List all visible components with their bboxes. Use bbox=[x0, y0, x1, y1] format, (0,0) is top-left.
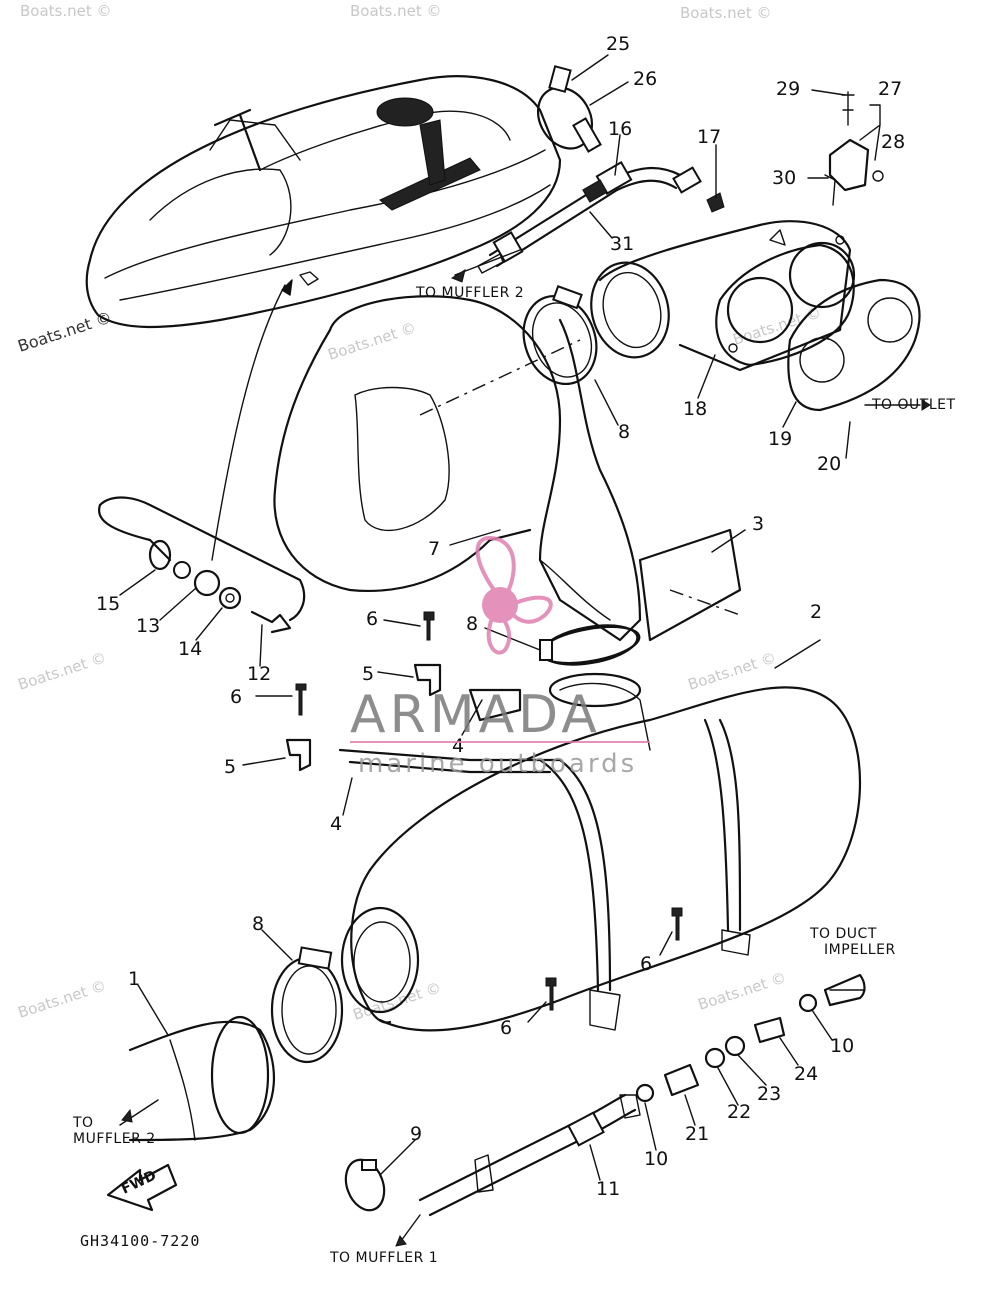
callout-25: 25 bbox=[606, 33, 630, 55]
watermarks: Boats.net © Boats.net © Boats.net © Boat… bbox=[15, 2, 823, 1024]
callout-8-middle: 8 bbox=[466, 613, 478, 635]
callout-10-left: 10 bbox=[644, 1148, 668, 1170]
diagram-code: GH34100-7220 bbox=[80, 1232, 200, 1250]
callout-5-upper: 5 bbox=[362, 663, 374, 685]
callout-1: 1 bbox=[128, 968, 140, 990]
exhaust-manifold bbox=[590, 220, 921, 412]
callout-4-upper: 4 bbox=[452, 735, 464, 757]
hose-clamp-upper bbox=[522, 285, 598, 386]
callout-21: 21 bbox=[685, 1123, 709, 1145]
clamp-25-26 bbox=[536, 65, 602, 153]
callout-5-lower: 5 bbox=[224, 756, 236, 778]
watermark: Boats.net © bbox=[20, 2, 112, 20]
watermark: Boats.net © bbox=[326, 318, 419, 363]
callout-30: 30 bbox=[772, 167, 796, 189]
callout-8-lower: 8 bbox=[252, 913, 264, 935]
hose-11-assembly bbox=[344, 973, 866, 1217]
watermark: Boats.net © bbox=[696, 968, 789, 1013]
exhaust-pipe bbox=[273, 295, 642, 642]
propeller-icon bbox=[475, 536, 516, 600]
callout-2: 2 bbox=[810, 601, 822, 623]
brand-tagline: marine outboards bbox=[358, 749, 637, 779]
callout-15: 15 bbox=[96, 593, 120, 615]
watermark: Boats.net © bbox=[16, 976, 109, 1021]
callout-17: 17 bbox=[697, 126, 721, 148]
water-hose-16 bbox=[477, 160, 702, 274]
callout-27: 27 bbox=[878, 78, 902, 100]
callout-13: 13 bbox=[136, 615, 160, 637]
label-to-outlet: TO OUTLET bbox=[871, 397, 956, 413]
watermark: Boats.net © bbox=[350, 2, 442, 20]
callout-12: 12 bbox=[247, 663, 271, 685]
fwd-arrow: FWD bbox=[106, 1163, 178, 1212]
callout-19: 19 bbox=[768, 428, 792, 450]
callout-7: 7 bbox=[428, 538, 440, 560]
armada-logo: ARMADA marine outboards bbox=[350, 536, 650, 779]
callout-11: 11 bbox=[596, 1178, 620, 1200]
callout-29: 29 bbox=[776, 78, 800, 100]
watermark: Boats.net © bbox=[680, 4, 772, 22]
label-to-muffler-2-top: TO MUFFLER 2 bbox=[415, 285, 524, 301]
bracket-5 bbox=[285, 663, 442, 772]
sheet-3 bbox=[638, 528, 742, 642]
callout-14: 14 bbox=[178, 638, 202, 660]
hose-12-15 bbox=[97, 496, 306, 634]
muffler bbox=[340, 624, 861, 1032]
propeller-hub-icon bbox=[482, 587, 518, 623]
callout-4-lower: 4 bbox=[330, 813, 342, 835]
callout-24: 24 bbox=[794, 1063, 818, 1085]
callout-6-bottom: 6 bbox=[500, 1017, 512, 1039]
callout-6: 6 bbox=[366, 608, 378, 630]
callout-26: 26 bbox=[633, 68, 657, 90]
callout-16: 16 bbox=[608, 118, 632, 140]
watermark: Boats.net © bbox=[686, 648, 779, 693]
hose-clamp-lower bbox=[270, 946, 344, 1064]
callout-31: 31 bbox=[610, 233, 634, 255]
callout-18: 18 bbox=[683, 398, 707, 420]
bolts-6 bbox=[295, 611, 683, 1011]
watercraft-illustration bbox=[85, 75, 562, 561]
callout-20: 20 bbox=[817, 453, 841, 475]
callout-22: 22 bbox=[727, 1101, 751, 1123]
callout-8-upper: 8 bbox=[618, 421, 630, 443]
callouts: 25 26 16 17 29 27 28 30 31 18 19 20 8 3 … bbox=[96, 33, 905, 1200]
callout-28: 28 bbox=[881, 131, 905, 153]
callout-10-right: 10 bbox=[830, 1035, 854, 1057]
watermark: Boats.net © bbox=[16, 648, 109, 693]
brand-name: ARMADA bbox=[350, 685, 601, 745]
callout-23: 23 bbox=[757, 1083, 781, 1105]
callout-9: 9 bbox=[410, 1123, 422, 1145]
bracket-27-30 bbox=[824, 91, 884, 206]
hose-clamp-middle bbox=[539, 625, 641, 665]
callout-6-right: 6 bbox=[640, 953, 652, 975]
exhaust-pipe-1 bbox=[128, 1015, 275, 1142]
callout-6-left: 6 bbox=[230, 686, 242, 708]
label-to-muffler-1: TO MUFFLER 1 bbox=[329, 1250, 438, 1266]
callout-3: 3 bbox=[752, 513, 764, 535]
leader-lines bbox=[119, 54, 921, 1246]
